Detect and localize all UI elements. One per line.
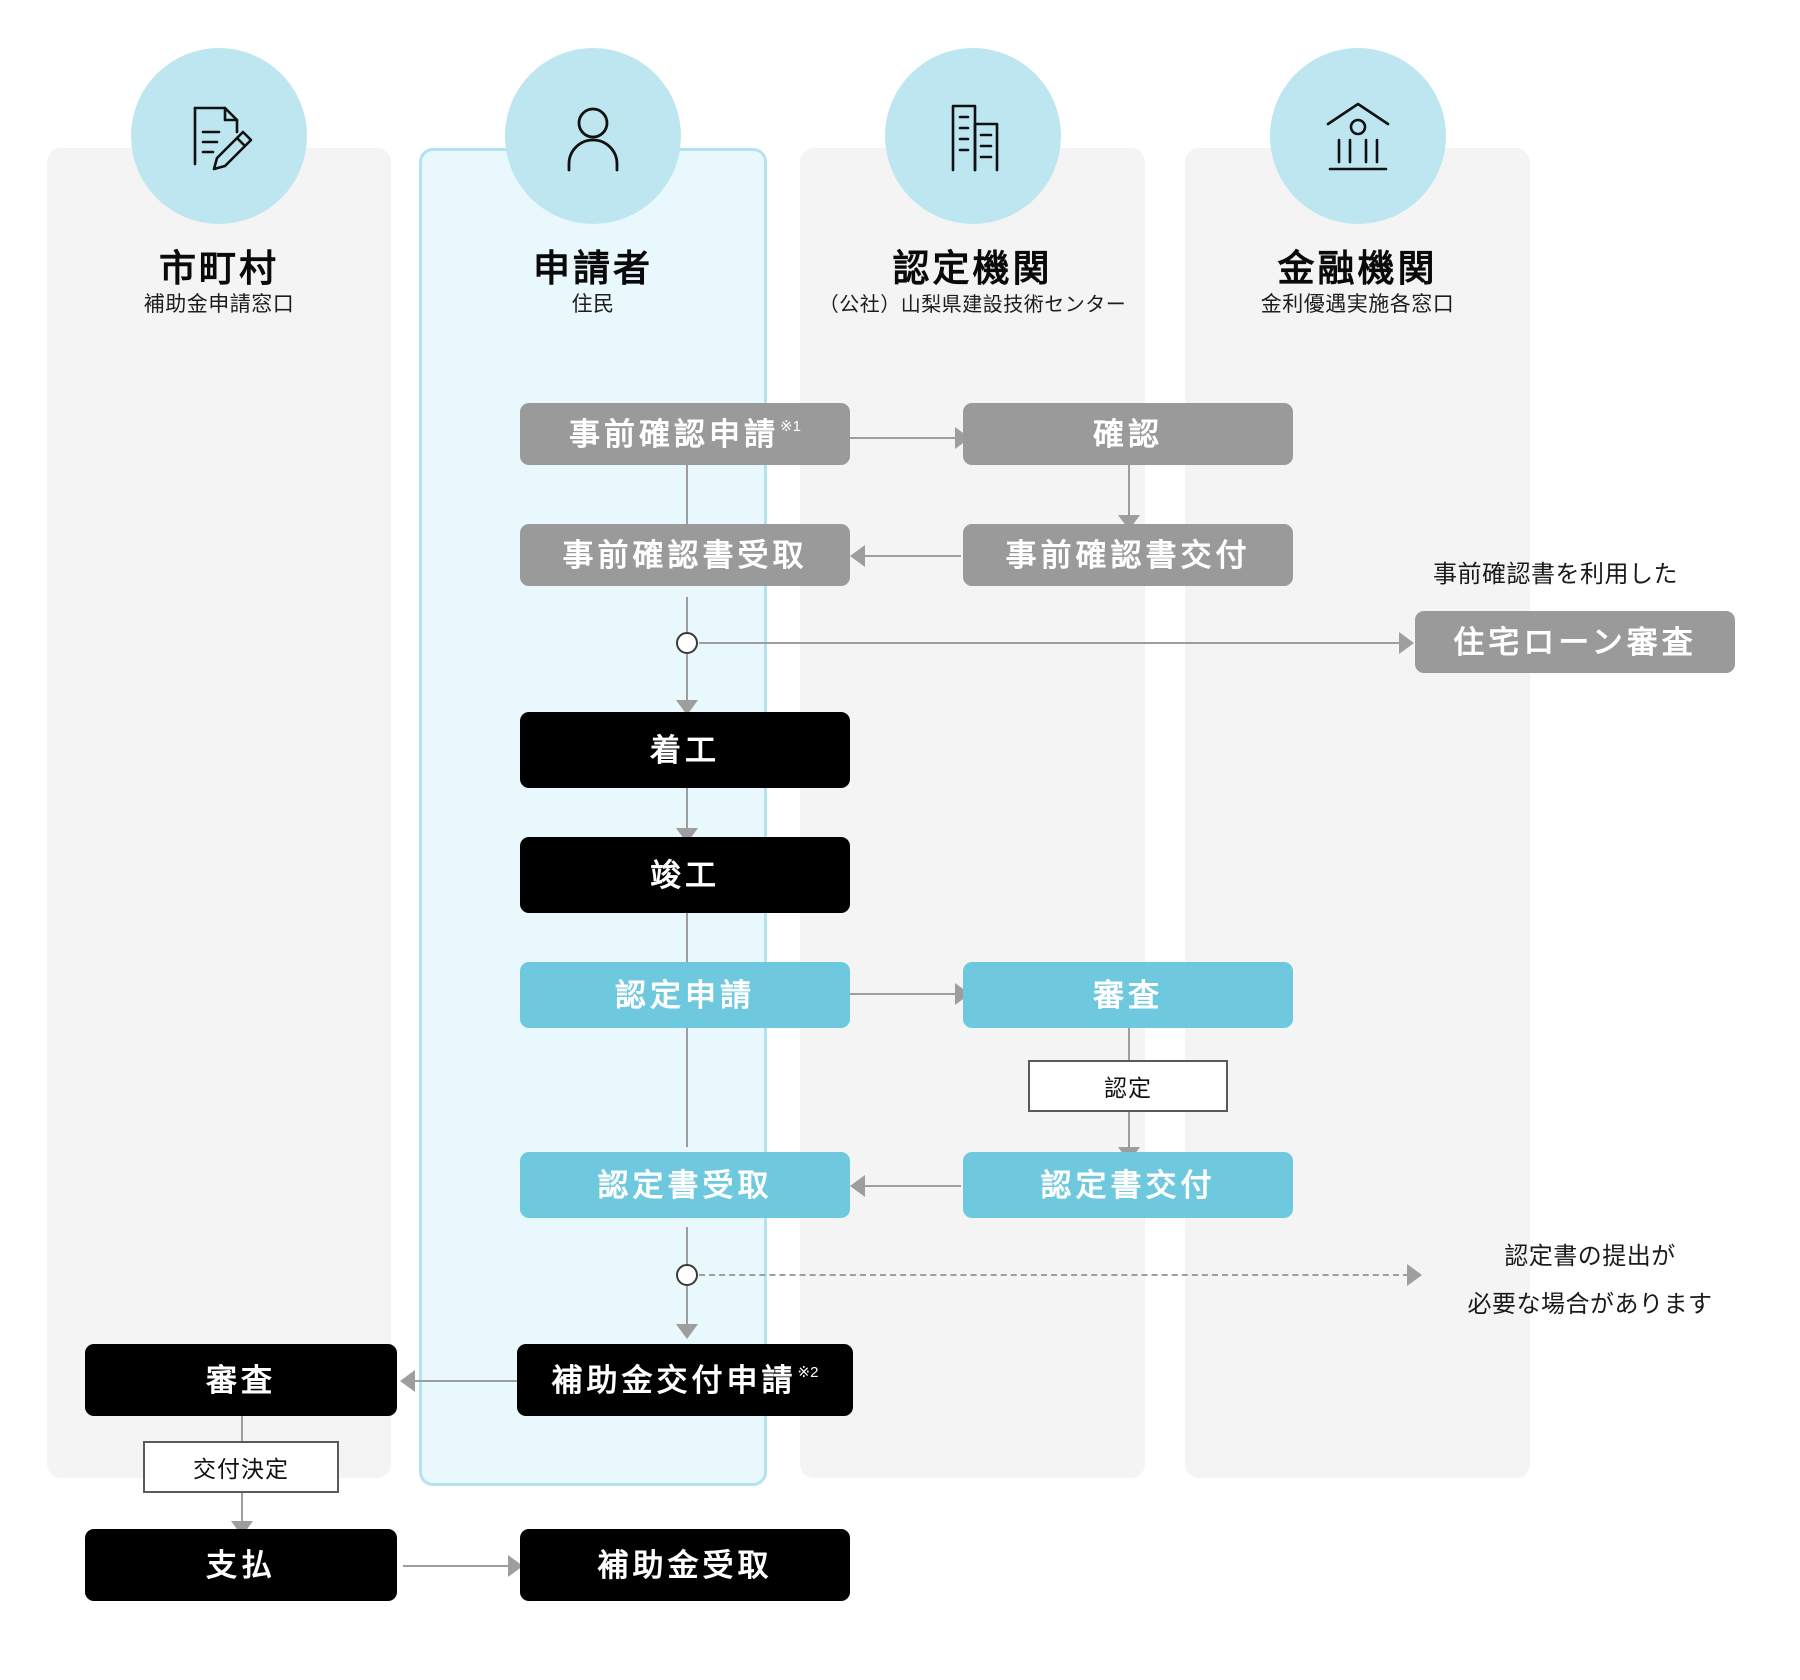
bank-icon: [1270, 48, 1446, 224]
column-subtitle-certifier: （公社）山梨県建設技術センター: [818, 294, 1127, 316]
building-icon: [885, 48, 1061, 224]
arrow-issue-to-receive: [850, 545, 865, 567]
step-loan-review[interactable]: 住宅ローン審査: [1415, 611, 1735, 673]
step-payment-label: 支払: [206, 1547, 276, 1583]
junction-node-loan: [676, 632, 698, 654]
step-payment[interactable]: 支払: [85, 1529, 397, 1601]
step-subsidy-receive-label: 補助金受取: [597, 1547, 773, 1583]
connector-subsidyapp-to-exam2: [415, 1380, 520, 1382]
lane-municipality: [47, 148, 391, 1478]
step-complete-construction-label: 竣工: [650, 857, 720, 893]
step-pre-cert-issue[interactable]: 事前確認書交付: [963, 524, 1293, 586]
connector-confirm-to-issue: [1128, 463, 1130, 521]
connector-node2-to-note: [699, 1274, 1409, 1276]
column-subtitle-municipality: 補助金申請窓口: [143, 293, 295, 316]
arrow-node1-to-start: [676, 700, 698, 715]
column-subtitle-bank: 金利優遇実施各窓口: [1260, 293, 1455, 316]
step-pre-cert-receive-label: 事前確認書受取: [562, 537, 808, 573]
connector-receive-to-node1: [686, 597, 688, 635]
connector-issue-to-receive: [865, 555, 961, 557]
connector-certissue-to-certreceive: [865, 1185, 961, 1187]
step-cert-application[interactable]: 認定申請: [520, 962, 850, 1028]
step-examination-municipality[interactable]: 審査: [85, 1344, 397, 1416]
person-icon: [505, 48, 681, 224]
annotation-loan-note: 事前確認書を利用した: [1433, 561, 1678, 588]
chip-grant-decision: 交付決定: [143, 1441, 339, 1493]
step-examination-certifier[interactable]: 審査: [963, 962, 1293, 1028]
connector-node1-to-loan: [699, 642, 1401, 644]
column-title-municipality: 市町村: [159, 248, 279, 289]
arrow-certissue-to-certreceive: [850, 1175, 865, 1197]
connector-certapp-to-certreceive: [686, 1019, 688, 1147]
arrow-node1-to-loan: [1399, 632, 1414, 654]
step-cert-application-label: 認定申請: [615, 977, 755, 1013]
column-title-applicant: 申請者: [533, 248, 653, 289]
document-pen-icon: [131, 48, 307, 224]
connector-chip-to-certissue: [1128, 1110, 1130, 1153]
step-pre-application-note: ※1: [780, 417, 801, 435]
connector-certreceive-to-node2: [686, 1227, 688, 1267]
step-loan-review-label: 住宅ローン審査: [1453, 624, 1697, 660]
column-subtitle-applicant: 住民: [571, 293, 615, 316]
step-confirm-label: 確認: [1093, 416, 1163, 452]
step-subsidy-application[interactable]: 補助金交付申請※2: [517, 1344, 853, 1416]
step-subsidy-application-note: ※2: [797, 1363, 819, 1381]
chip-certification-decision: 認定: [1028, 1060, 1228, 1112]
arrow-node2-to-subsidyapp: [676, 1324, 698, 1339]
lane-bank: [1185, 148, 1530, 1478]
arrow-node2-to-note: [1407, 1264, 1422, 1286]
chip-certification-decision-label: 認定: [1104, 1075, 1152, 1101]
column-title-bank: 金融機関: [1277, 248, 1438, 289]
arrow-subsidyapp-to-exam2: [400, 1370, 415, 1392]
connector-pre-app-to-receive: [686, 463, 688, 536]
step-confirm[interactable]: 確認: [963, 403, 1293, 465]
junction-node-cert-submit: [676, 1264, 698, 1286]
step-complete-construction[interactable]: 竣工: [520, 837, 850, 913]
step-start-construction-label: 着工: [650, 732, 720, 768]
step-cert-receive[interactable]: 認定書受取: [520, 1152, 850, 1218]
connector-node2-to-subsidyapp: [686, 1286, 688, 1331]
connector-payment-to-subsidyreceive: [403, 1565, 513, 1567]
column-title-certifier: 認定機関: [892, 248, 1053, 289]
annotation-cert-submit-line1: 認定書の提出が: [1504, 1243, 1676, 1270]
step-pre-cert-issue-label: 事前確認書交付: [1005, 537, 1251, 573]
step-subsidy-receive[interactable]: 補助金受取: [520, 1529, 850, 1601]
step-subsidy-application-label: 補助金交付申請: [551, 1362, 797, 1398]
step-pre-application-label: 事前確認申請: [569, 416, 780, 452]
connector-chip2-to-payment: [241, 1492, 243, 1528]
step-cert-receive-label: 認定書受取: [597, 1167, 773, 1203]
connector-exam-to-chip: [1128, 1019, 1130, 1063]
step-pre-application[interactable]: 事前確認申請※1: [520, 403, 850, 465]
connector-exam2-to-chip2: [241, 1406, 243, 1444]
connector-start-to-complete: [686, 788, 688, 835]
arrow-payment-to-subsidyreceive: [508, 1555, 523, 1577]
step-cert-issue-label: 認定書交付: [1040, 1167, 1216, 1203]
connector-node1-to-start: [686, 654, 688, 707]
annotation-cert-submit-line2: 必要な場合があります: [1467, 1291, 1713, 1318]
step-start-construction[interactable]: 着工: [520, 712, 850, 788]
step-examination-certifier-label: 審査: [1093, 977, 1163, 1013]
connector-complete-to-certapp: [686, 913, 688, 981]
chip-grant-decision-label: 交付決定: [193, 1456, 289, 1482]
step-pre-cert-receive[interactable]: 事前確認書受取: [520, 524, 850, 586]
step-examination-municipality-label: 審査: [206, 1362, 276, 1398]
step-cert-issue[interactable]: 認定書交付: [963, 1152, 1293, 1218]
lane-certifier: [800, 148, 1145, 1478]
lane-applicant: [419, 148, 767, 1486]
